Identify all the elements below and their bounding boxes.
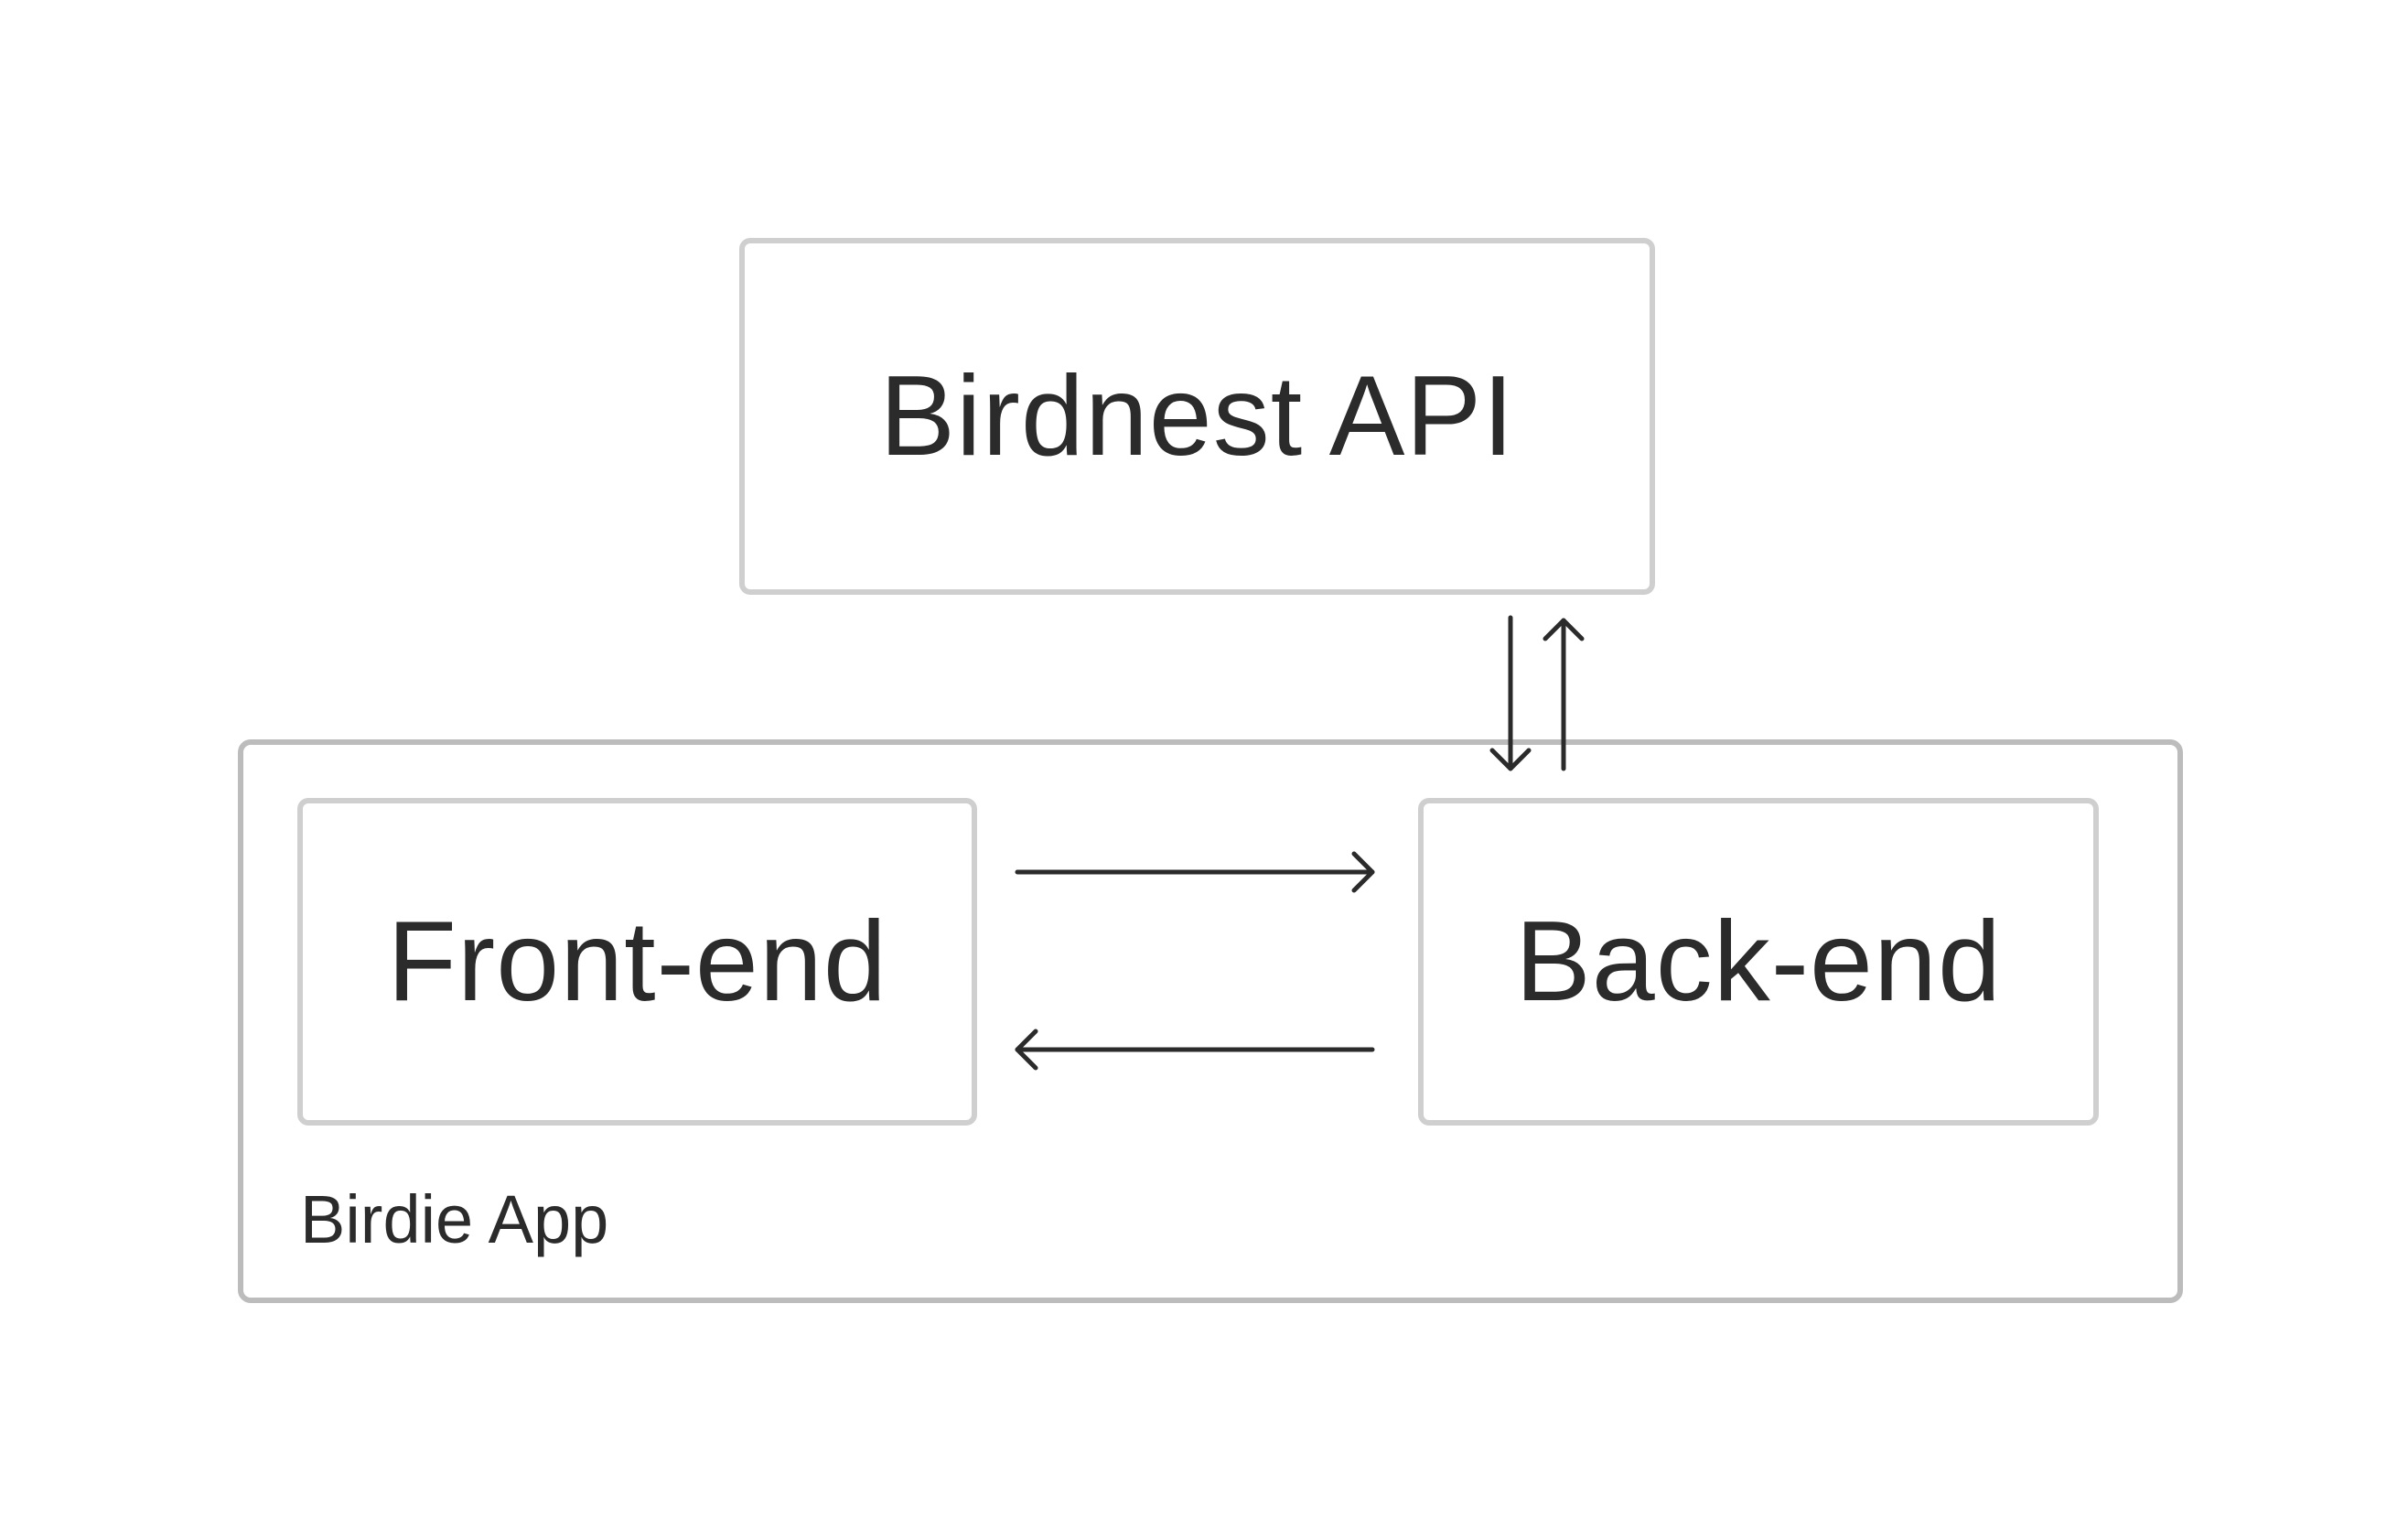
birdie-app-label: Birdie App [300,1181,609,1257]
frontend-node: Front-end [297,798,977,1126]
birdnest-api-node: Birdnest API [739,238,1655,595]
birdnest-api-label: Birdnest API [879,353,1515,479]
backend-label: Back-end [1515,899,2002,1025]
frontend-label: Front-end [387,899,887,1025]
birdie-app-container [238,739,2183,1303]
backend-node: Back-end [1418,798,2099,1126]
